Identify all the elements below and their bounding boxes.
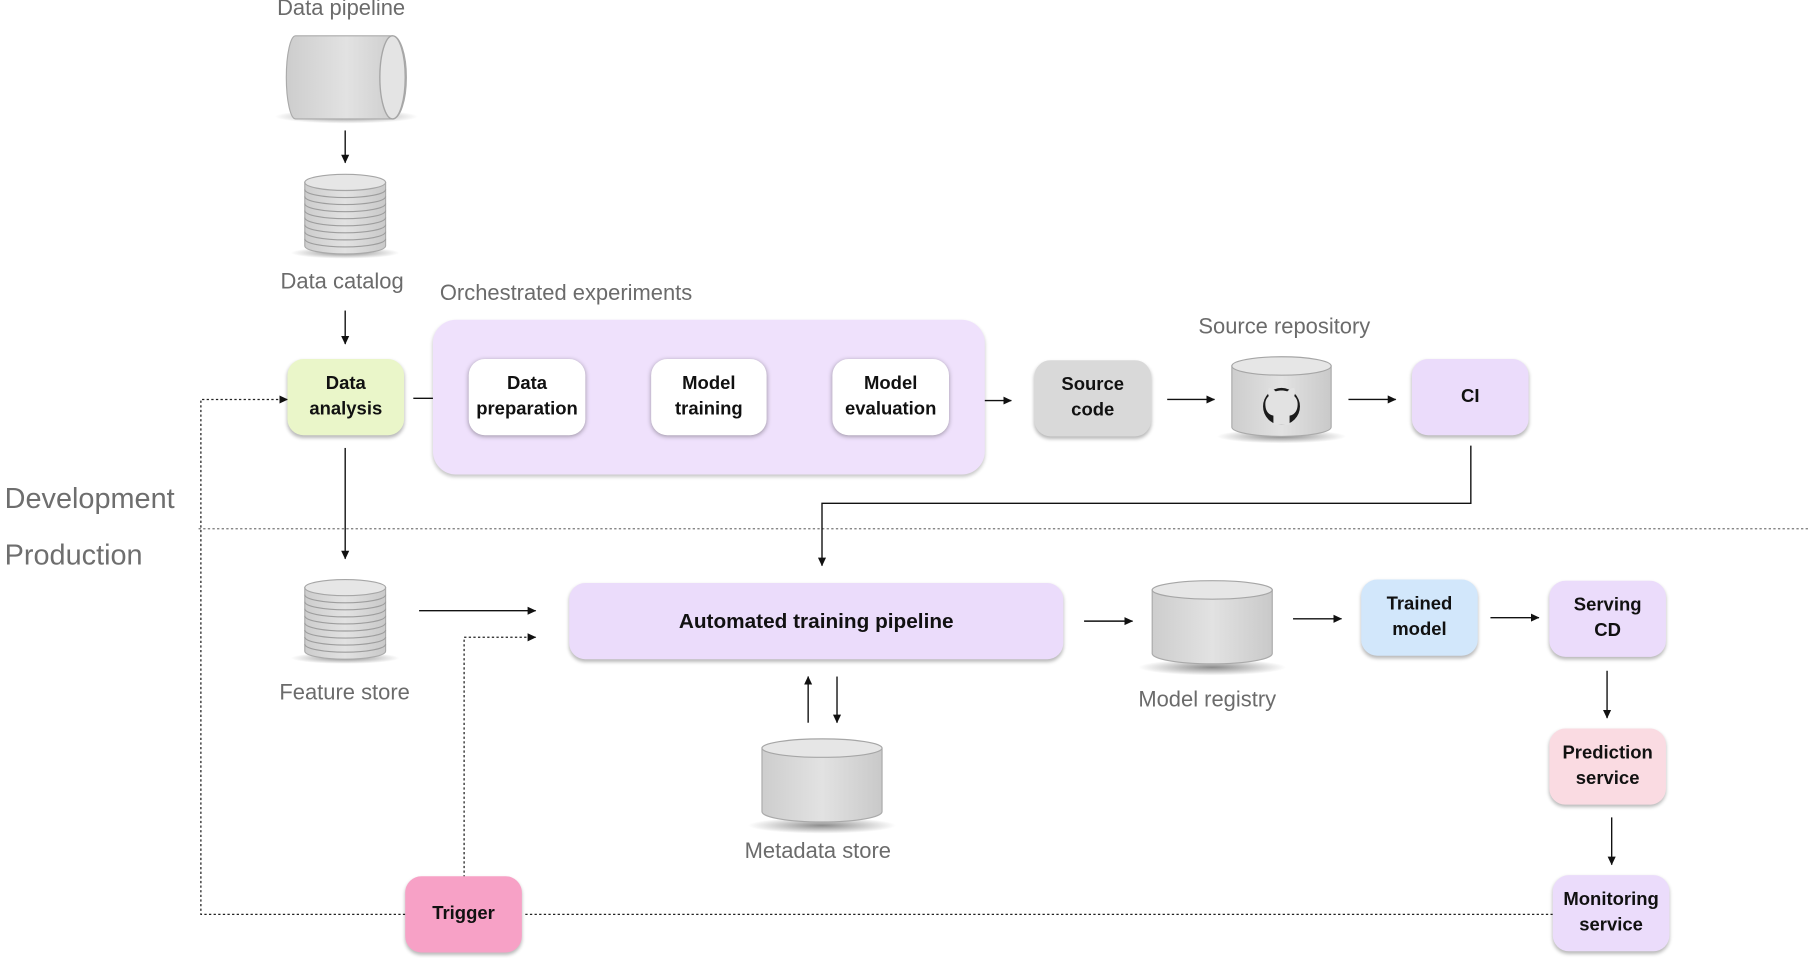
- section-title-production: Production: [4, 539, 143, 572]
- github-icon: [1216, 356, 1347, 444]
- data-catalog-label: Data catalog: [280, 270, 404, 295]
- pipe-icon: [274, 35, 418, 124]
- trigger-node[interactable]: Trigger: [405, 876, 522, 953]
- disk-stack-icon: [290, 578, 400, 664]
- solid-connectors: [341, 130, 1616, 866]
- automated-training-pipeline-node[interactable]: Automated training pipeline: [569, 583, 1064, 660]
- ci-node[interactable]: CI: [1411, 359, 1529, 436]
- model-registry-label: Model registry: [1138, 688, 1277, 713]
- metadata-store-label: Metadata store: [744, 839, 891, 864]
- data-pipeline-label: Data pipeline: [277, 0, 406, 21]
- section-title-development: Development: [4, 482, 175, 515]
- disk-stack-icon: [290, 173, 400, 259]
- feature-store-label: Feature store: [279, 681, 410, 706]
- database-icon: [748, 738, 896, 834]
- orchestrated-experiments-label: Orchestrated experiments: [439, 281, 693, 306]
- source-repository-label: Source repository: [1198, 315, 1371, 340]
- database-icon: [1138, 580, 1287, 676]
- dotted-connectors: [200, 395, 1554, 915]
